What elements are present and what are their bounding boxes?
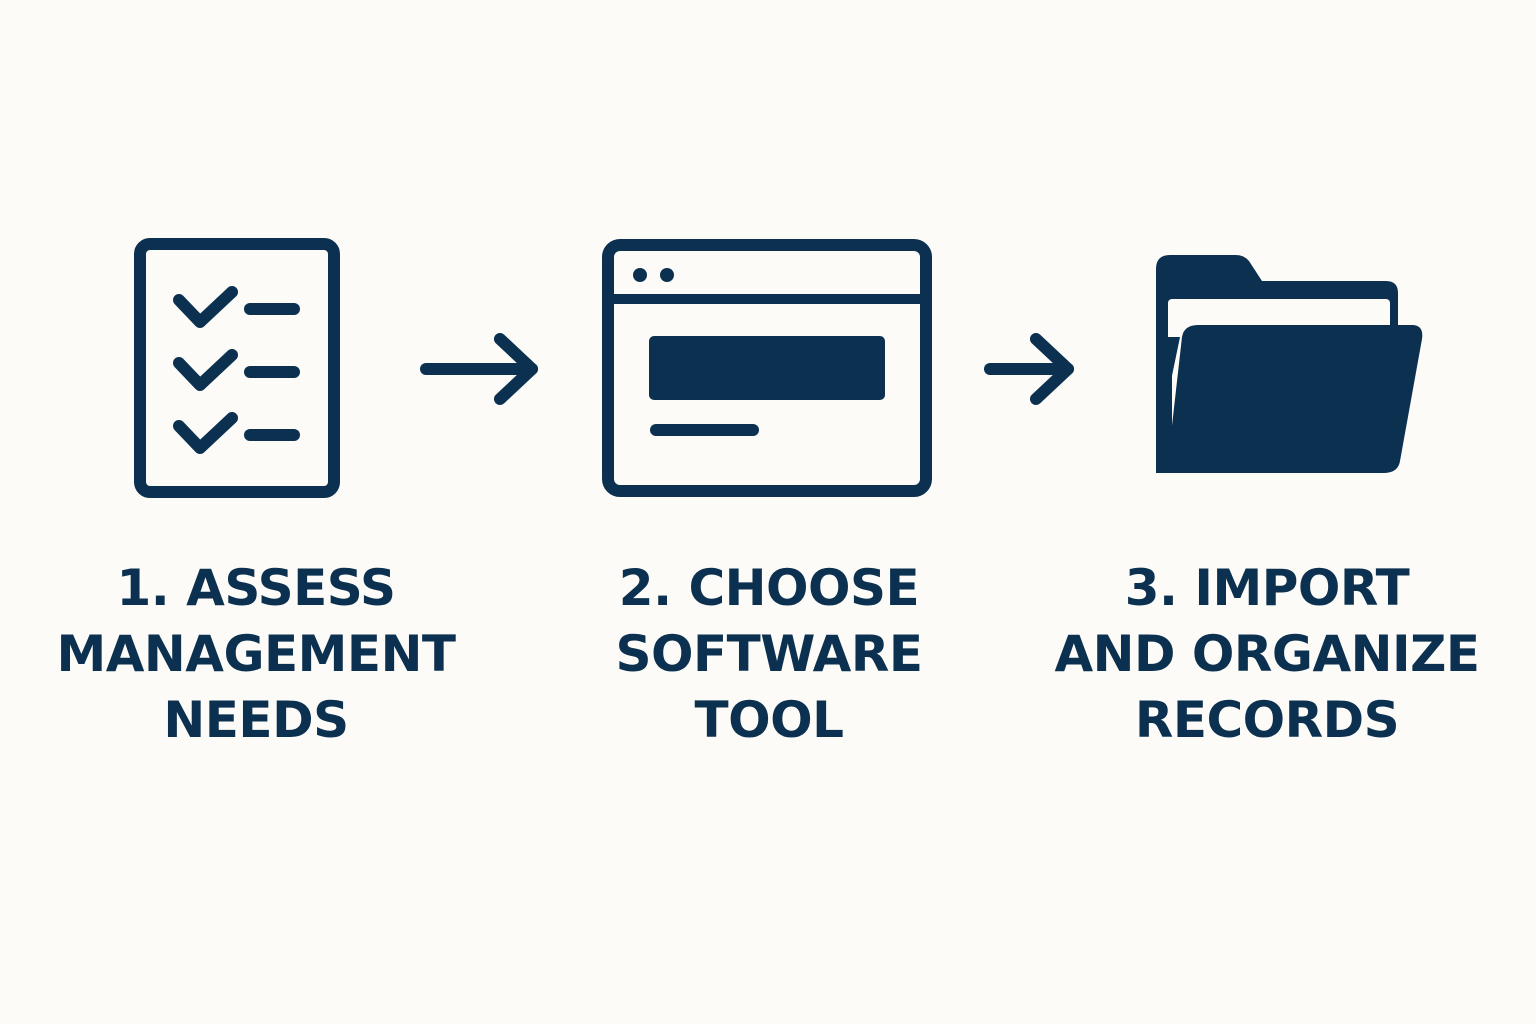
step-2-line-1: 2. CHOOSE (618, 559, 920, 617)
step-2-line-3: TOOL (694, 691, 844, 749)
step-3-line-2: AND ORGANIZE (1054, 625, 1480, 683)
checklist-icon (134, 238, 340, 498)
step-1-line-1: 1. ASSESS (116, 559, 396, 617)
folder-icon (1156, 255, 1423, 473)
step-3-line-1: 3. IMPORT (1124, 559, 1410, 617)
step-1-line-2: MANAGEMENT (56, 625, 456, 683)
step-3-line-3: RECORDS (1134, 691, 1400, 749)
browser-window-icon (602, 239, 932, 497)
arrow-right-icon (984, 333, 1074, 405)
step-1-line-3: NEEDS (163, 691, 349, 749)
step-2-label: 2. CHOOSE SOFTWARE TOOL (539, 555, 999, 753)
arrow-right-icon (420, 333, 538, 405)
step-1-label: 1. ASSESS MANAGEMENT NEEDS (26, 555, 486, 753)
step-2-line-2: SOFTWARE (615, 625, 923, 683)
step-3-label: 3. IMPORT AND ORGANIZE RECORDS (1037, 555, 1497, 753)
